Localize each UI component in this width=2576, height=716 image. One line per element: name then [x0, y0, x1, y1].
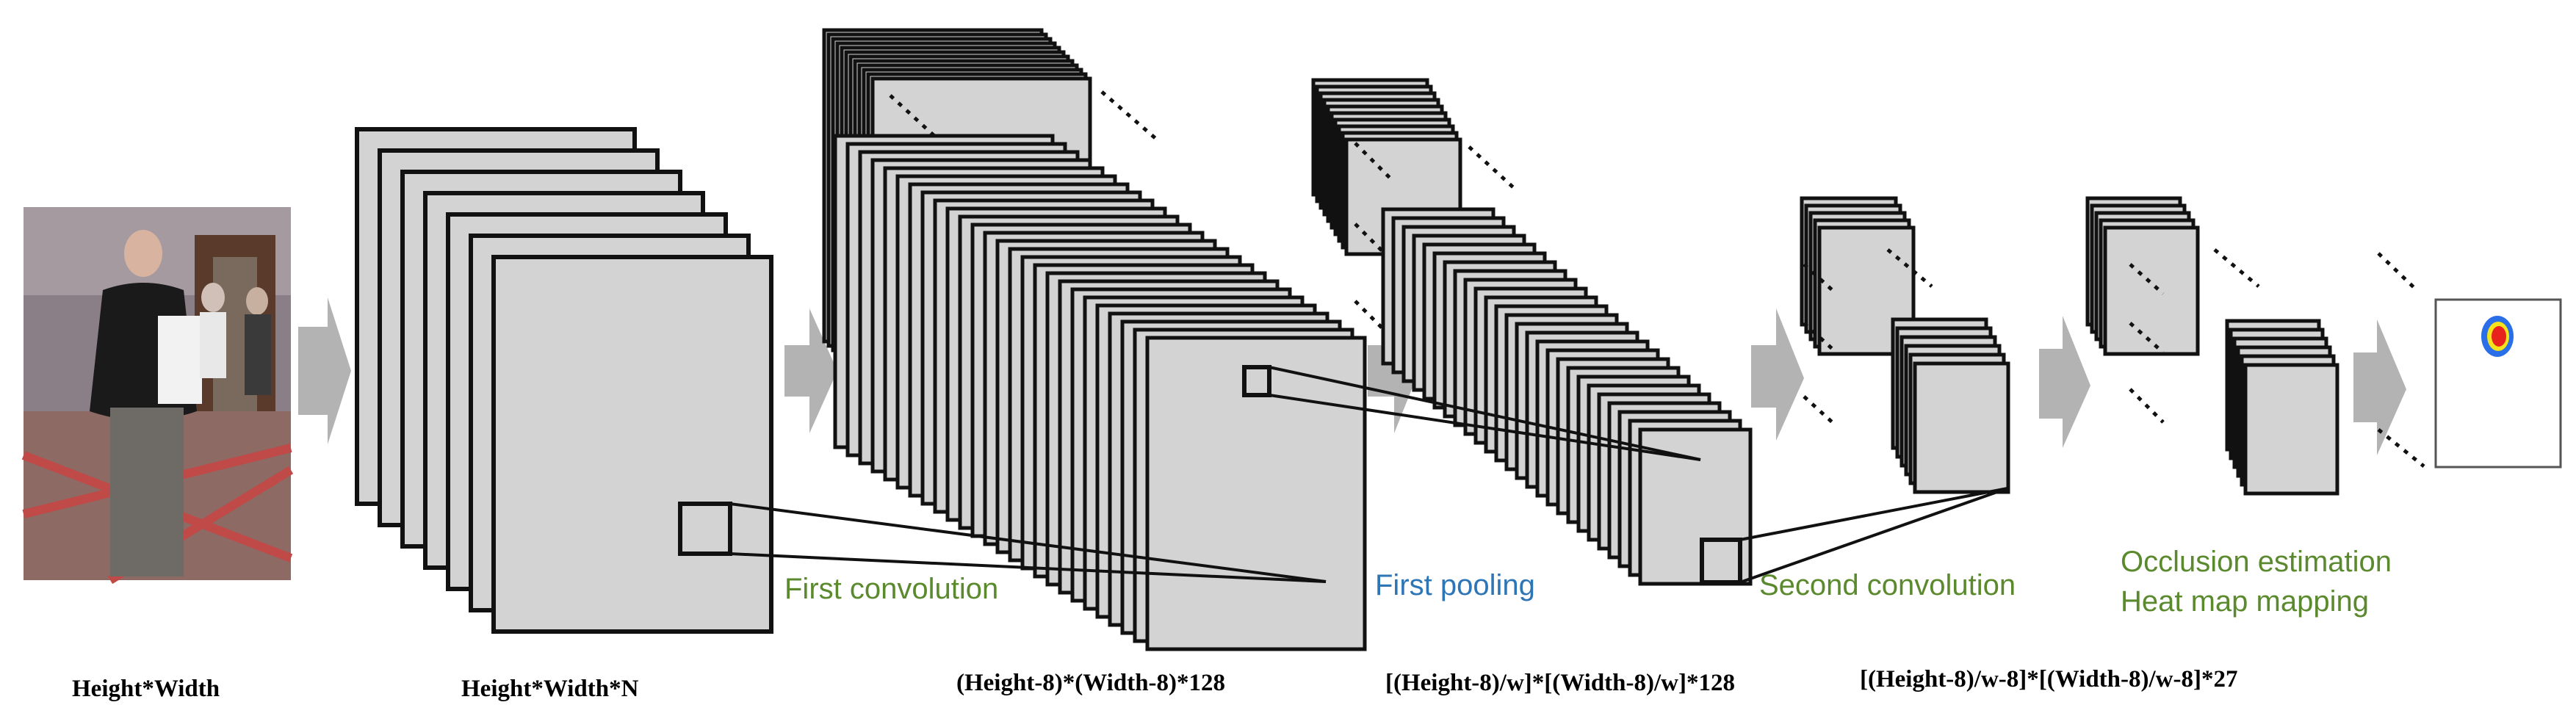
arrow-5 [2039, 316, 2090, 448]
first-pooling-label: First pooling [1375, 569, 1535, 601]
output-heat-map [2377, 252, 2562, 469]
feature-stack-2b [833, 134, 1367, 651]
kernel-connections [678, 365, 2008, 585]
dotted-lines-5a [2129, 248, 2260, 424]
arrow-1 [298, 297, 351, 444]
feature-map-layer [491, 255, 773, 634]
stage2-dimension-label: (Height-8)*(Width-8)*128 [956, 670, 1225, 696]
feature-stack-5b [2225, 319, 2339, 496]
arrow-4 [1751, 308, 1804, 441]
feature-map-layer [1145, 336, 1367, 651]
occlusion-estimation-label: Occlusion estimation [2121, 546, 2392, 578]
second-convolution-label: Second convolution [1759, 569, 2016, 601]
stage3-dimension-label: [(Height-8)/w]*[(Width-8)/w]*128 [1385, 670, 1735, 696]
feature-map-layer [1638, 427, 1753, 586]
arrow-2 [784, 308, 837, 433]
feature-map-layer [2243, 363, 2339, 496]
arrow-6 [2353, 319, 2406, 455]
kernel-box-1 [678, 502, 732, 556]
feature-map-layer [2103, 225, 2200, 356]
feature-stack-4b [1891, 317, 2010, 494]
kernel-box-3 [1700, 538, 1742, 585]
feature-stack-1 [355, 127, 773, 634]
heat-map-mapping-label: Heat map mapping [2121, 585, 2369, 618]
heat-spot-red [2492, 326, 2506, 347]
stage4-dimension-label: [(Height-8)/w-8]*[(Width-8)/w-8]*27 [1860, 666, 2237, 693]
feature-stack-5a [2085, 196, 2200, 356]
dotted-lines-2a [889, 90, 1158, 413]
stage1-dimension-label: Height*Width*N [461, 676, 639, 702]
feature-stack-3b [1381, 207, 1753, 586]
first-convolution-label: First convolution [784, 573, 998, 605]
dotted-lines-3a [1354, 142, 1515, 339]
feature-stack-4a [1800, 196, 1916, 356]
kernel-box-2 [1242, 365, 1271, 397]
dotted-lines-4a [1803, 248, 1933, 427]
input-image [21, 207, 294, 585]
feature-map-layer [1913, 361, 2010, 494]
input-dimension-label: Height*Width [72, 676, 220, 702]
